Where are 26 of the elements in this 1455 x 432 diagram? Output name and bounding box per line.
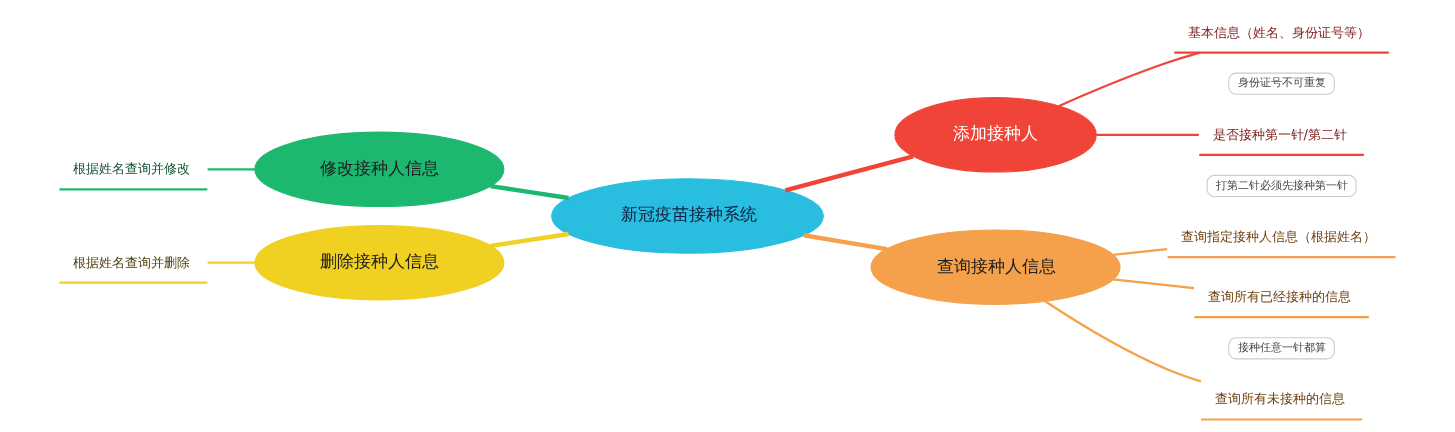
- connector: [784, 154, 914, 193]
- node-text: 查询指定接种人信息（根据姓名）: [1181, 229, 1377, 245]
- connector: [490, 231, 569, 249]
- node-text: 查询所有已经接种的信息: [1208, 289, 1352, 305]
- node-text: 是否接种第一针/第二针: [1212, 126, 1348, 142]
- connector: [1058, 51, 1200, 107]
- connector: [1096, 133, 1199, 136]
- connector: [803, 233, 888, 252]
- connector: [1044, 300, 1202, 383]
- node-label: 身份证号不可重复: [1237, 76, 1326, 90]
- connector: [1112, 248, 1168, 256]
- connector: [207, 168, 256, 171]
- connector: [490, 183, 569, 201]
- connector: [207, 261, 256, 264]
- node-ellipse: 修改接种人信息: [254, 131, 505, 208]
- node-text: 根据姓名查询并删除: [73, 254, 191, 270]
- node-ellipse: 新冠疫苗接种系统: [551, 178, 824, 254]
- connector: [1112, 278, 1195, 290]
- node-ellipse: 删除接种人信息: [254, 224, 505, 301]
- node-ellipse: 查询接种人信息: [870, 229, 1121, 305]
- node-label: 打第二针必须先接种第一针: [1215, 178, 1348, 192]
- node-text: 根据姓名查询并修改: [73, 161, 191, 177]
- node-label: 接种任意一针都算: [1237, 341, 1326, 355]
- node-ellipse: 添加接种人: [894, 97, 1097, 173]
- node-text: 查询所有未接种的信息: [1214, 391, 1345, 407]
- node-text: 基本信息（姓名、身份证号等）: [1188, 24, 1371, 40]
